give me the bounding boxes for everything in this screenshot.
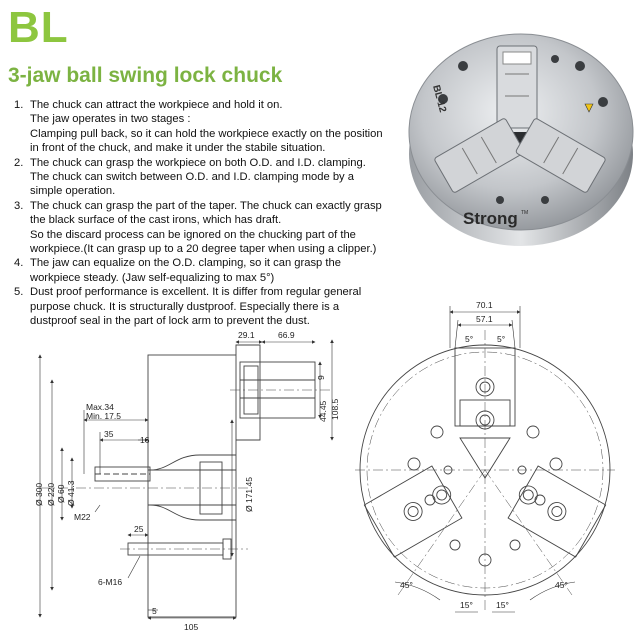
side-view-dimensions — [38, 339, 334, 620]
jaw-right — [515, 118, 606, 193]
dim-label: 35 — [104, 429, 114, 439]
feature-number: 1. — [14, 99, 24, 111]
side-view — [40, 344, 330, 618]
dim-label: 9 — [316, 375, 326, 380]
dim-label: 29.1 — [238, 330, 255, 340]
dim-label: 108.5 — [330, 398, 340, 420]
feature-number: 3. — [14, 199, 24, 212]
feature-item: 1. The chuck can attract the workpiece a… — [14, 98, 414, 156]
feature-line: The chuck can switch between O.D. and I.… — [30, 171, 354, 184]
dim-label: 25 — [134, 524, 144, 534]
warning-icon — [584, 103, 594, 113]
feature-line: The chuck can grasp the part of the tape… — [30, 199, 382, 212]
dim-label: 5 — [152, 606, 157, 616]
feature-line: workpiece.(It can grasp up to a 20 degre… — [30, 243, 377, 256]
front-view-labels: 70.1 57.1 5° 5° 45° 45° 15° 15° — [400, 300, 568, 610]
dim-label: Ø 171.45 — [244, 477, 254, 512]
dim-label: 57.1 — [476, 314, 493, 324]
dim-label: Ø 220 — [46, 483, 56, 506]
dim-label: 45° — [400, 580, 413, 590]
jaw-top — [496, 45, 538, 129]
feature-line: simple operation. — [30, 185, 116, 198]
page-title: 3-jaw ball swing lock chuck — [8, 64, 283, 87]
dim-label: 16 — [140, 435, 150, 445]
dim-label: Max.34 — [86, 402, 114, 412]
dim-label: 70.1 — [476, 300, 493, 310]
feature-line: dustproof seal in the part of lock arm t… — [30, 315, 310, 328]
feature-line: the black surface of the cast irons, whi… — [30, 214, 282, 227]
feature-number: 4. — [14, 257, 24, 270]
jaw-left — [434, 118, 525, 193]
feature-line: purpose chuck. It is structurally dustpr… — [30, 300, 340, 313]
dim-label: Min. 17.5 — [86, 411, 121, 421]
dim-label: 6-M16 — [98, 577, 122, 587]
dim-label: 5° — [497, 334, 505, 344]
dim-label: 45° — [555, 580, 568, 590]
feature-item: 3. The chuck can grasp the part of the t… — [14, 199, 414, 257]
dim-label: 105 — [184, 622, 198, 632]
feature-line: Dust proof performance is excellent. It … — [30, 286, 362, 299]
feature-item: 2. The chuck can grasp the workpiece on … — [14, 156, 414, 199]
front-view — [355, 330, 615, 612]
chuck-product-photo: BL-12 Strong TM — [408, 33, 634, 246]
dim-label: 66.9 — [278, 330, 295, 340]
feature-list: 1. The chuck can attract the workpiece a… — [14, 98, 414, 329]
brand-trademark: TM — [521, 210, 528, 216]
feature-line: The chuck can attract the workpiece and … — [30, 99, 283, 111]
dim-label: Ø 300 — [34, 483, 44, 506]
dim-label: 44.45 — [318, 400, 328, 422]
feature-line: The chuck can grasp the workpiece on bot… — [30, 156, 366, 169]
feature-line: in front of the chuck, and make it under… — [30, 142, 326, 155]
logo: BL — [8, 3, 69, 52]
side-view-labels: 29.1 66.9 9 44.45 108.5 Max.34 Min. 17.5… — [34, 330, 340, 632]
dim-label: M22 — [74, 512, 91, 522]
feature-number: 5. — [14, 286, 24, 299]
dim-label: 5° — [465, 334, 473, 344]
feature-number: 2. — [14, 156, 24, 169]
dim-label: Ø 41.3 — [66, 480, 76, 506]
feature-item: 4. The jaw can equalize on the O.D. clam… — [14, 256, 414, 285]
dim-label: 15° — [496, 600, 509, 610]
feature-line: The jaw operates in two stages : — [30, 113, 191, 126]
feature-line: workpiece steady. (Jaw self-equalizing t… — [30, 271, 275, 284]
feature-line: So the discard process can be ignored on… — [30, 228, 356, 241]
brand-label: Strong — [463, 209, 518, 228]
dim-label: Ø 60 — [56, 484, 66, 503]
feature-line: The jaw can equalize on the O.D. clampin… — [30, 257, 341, 270]
feature-item: 5. Dust proof performance is excellent. … — [14, 285, 414, 328]
feature-line: Clamping pull back, so it can hold the w… — [30, 127, 383, 140]
front-view-dimensions — [394, 306, 576, 613]
dim-label: 15° — [460, 600, 473, 610]
